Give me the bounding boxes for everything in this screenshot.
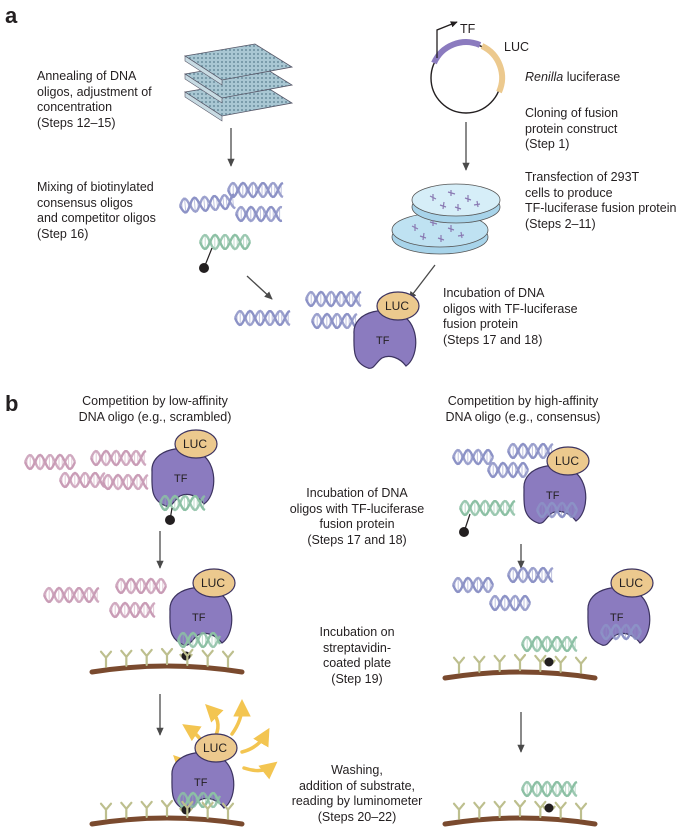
tf-label: TF (546, 490, 560, 502)
luc-label: LUC (201, 576, 225, 590)
dna-scrambled-l6 (116, 579, 166, 593)
tf-label: TF (174, 473, 188, 485)
dna-biotinylated-r3 (522, 782, 577, 796)
dna-mix-1 (235, 311, 290, 325)
ray-4 (242, 734, 266, 752)
renilla-label: Renilla luciferase (525, 70, 620, 86)
renilla-italic: Renilla (525, 70, 563, 84)
streptavidin-plate-r2 (445, 655, 595, 678)
tf-label: TF (192, 612, 206, 624)
tf-luc-protein-a: TF LUC (354, 292, 419, 368)
dna-scrambled-l2 (91, 451, 146, 465)
dna-biotinylated-r2 (522, 637, 577, 651)
renilla-rest: luciferase (563, 70, 620, 84)
dna-scrambled-l7 (110, 603, 155, 617)
dna-consensus-r4 (453, 578, 493, 592)
high-affinity-title: Competition by high-affinity DNA oligo (… (408, 394, 638, 425)
panel-b-letter: b (5, 391, 18, 417)
dna-scrambled-l4 (103, 475, 148, 489)
dna-consensus-r6 (490, 596, 530, 610)
dna-mix-2 (306, 292, 361, 306)
streptavidin-bound-r3 (543, 804, 555, 813)
luc-label: LUC (619, 576, 643, 590)
step-plate-label: Incubation on streptavidin- coated plate… (282, 625, 432, 687)
ray-5 (244, 766, 272, 771)
dna-competitor-a2 (228, 183, 283, 197)
dna-consensus-r2 (508, 444, 553, 458)
ray-3 (232, 706, 242, 734)
annealing-label: Annealing of DNA oligos, adjustment of c… (37, 69, 152, 131)
dna-scrambled-l5 (44, 588, 99, 602)
dna-scrambled-l1 (25, 455, 75, 469)
dna-mix-3 (312, 314, 357, 328)
tf-label: TF (376, 335, 390, 347)
transfection-label: Transfection of 293T cells to produce TF… (525, 170, 676, 232)
step-wash-label: Washing, addition of substrate, reading … (272, 763, 442, 825)
step-incubation-label: Incubation of DNA oligos with TF-lucifer… (272, 486, 442, 548)
low-affinity-title: Competition by low-affinity DNA oligo (e… (40, 394, 270, 425)
tf-label: TF (194, 777, 208, 789)
mixing-label: Mixing of biotinylated consensus oligos … (37, 180, 156, 242)
streptavidin-plate-r3 (445, 801, 595, 824)
cloning-label: Cloning of fusion protein construct (Ste… (525, 106, 618, 153)
luc-label: LUC (555, 454, 579, 468)
dna-consensus-r3 (488, 463, 528, 477)
dna-consensus-r1 (453, 450, 493, 464)
tf-luc-protein-b1: TF LUC (152, 430, 217, 506)
tf-luc-protein-b3: TF LUC (172, 734, 237, 810)
dna-scrambled-l3 (60, 473, 105, 487)
plasmid-tf-label: TF (460, 22, 475, 38)
dna-biotinylated-r1 (460, 501, 515, 515)
biotin-bead-r1 (459, 514, 470, 537)
petri-dishes (392, 184, 500, 254)
biotin-bead-a (199, 248, 212, 273)
multiwell-plates (185, 44, 292, 121)
plasmid-luc-label: LUC (504, 40, 529, 56)
streptavidin-bound-r2 (543, 658, 555, 667)
luc-label: LUC (203, 741, 227, 755)
dna-competitor-a3 (236, 207, 282, 221)
luc-label: LUC (385, 299, 409, 313)
dna-competitor-a1 (179, 194, 235, 213)
tf-label: TF (610, 612, 624, 624)
incubation-label-a: Incubation of DNA oligos with TF-lucifer… (443, 286, 578, 348)
streptavidin-plate-b2 (92, 649, 242, 672)
dna-consensus-r5 (508, 568, 553, 582)
luc-label: LUC (183, 437, 207, 451)
ray-2 (210, 709, 218, 735)
dna-biotinylated-a (200, 235, 250, 249)
panel-a-letter: a (5, 3, 17, 29)
streptavidin-plate-b3 (92, 801, 242, 824)
